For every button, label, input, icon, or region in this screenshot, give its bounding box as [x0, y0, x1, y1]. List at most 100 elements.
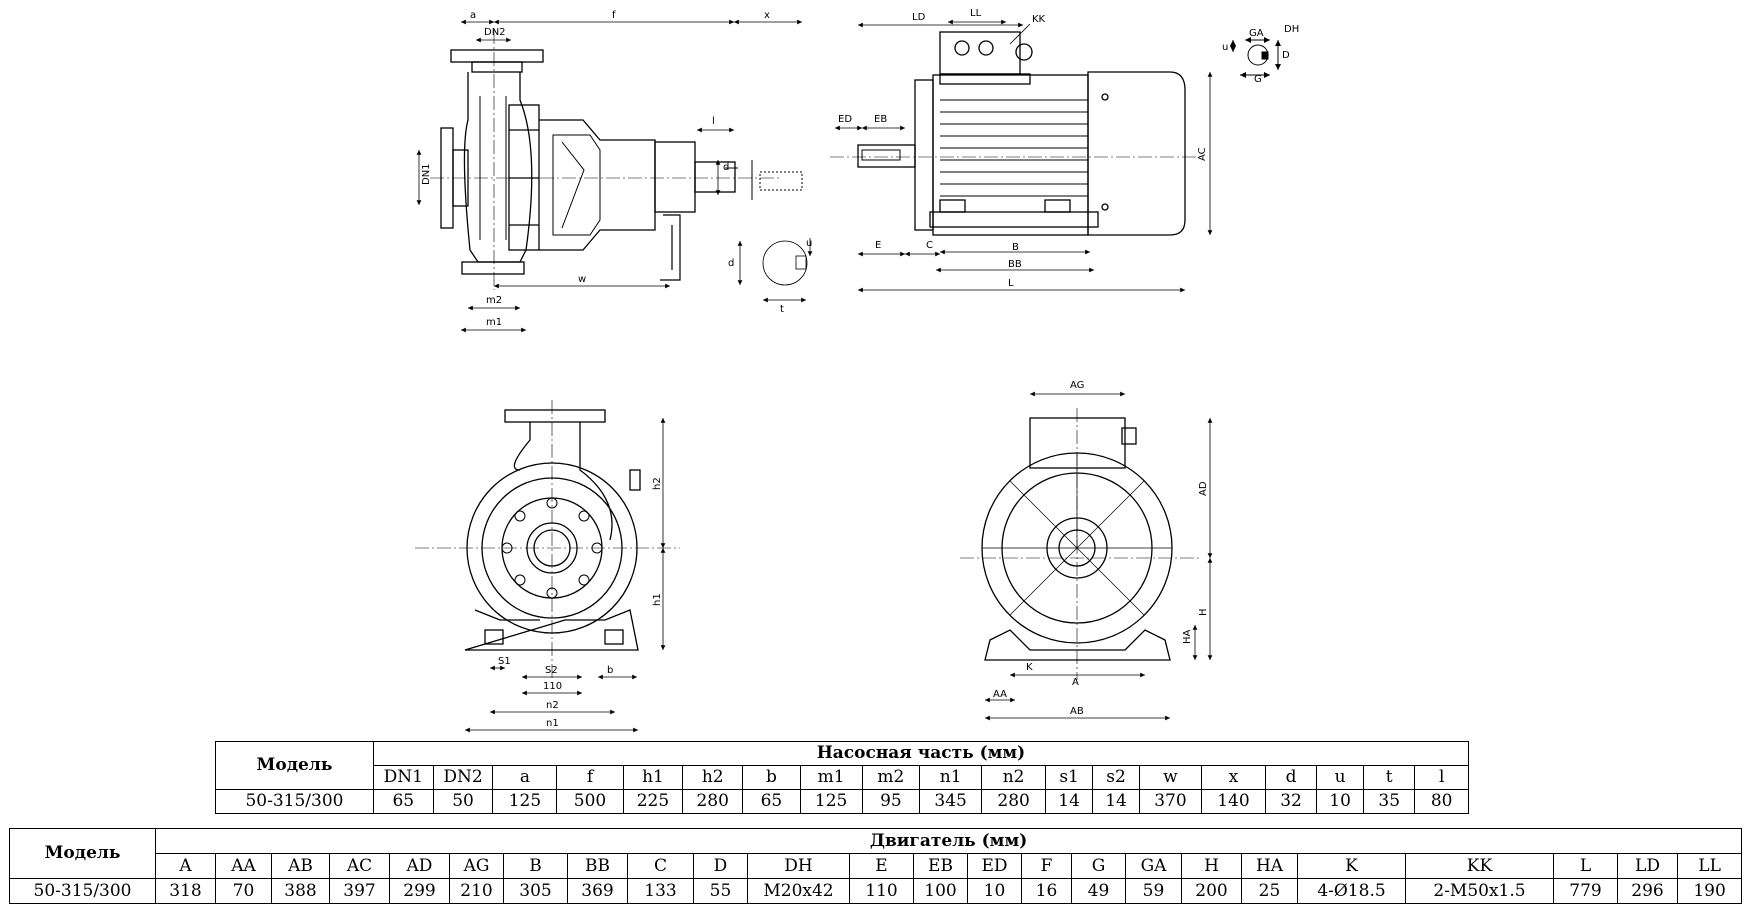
svg-text:DN1: DN1	[421, 163, 432, 185]
motor-value-cell: 70	[215, 878, 272, 904]
svg-text:t: t	[780, 304, 784, 315]
svg-text:D: D	[1282, 50, 1290, 61]
pump-value-cell: 345	[919, 789, 983, 814]
motor-value-cell: 305	[503, 878, 568, 904]
svg-text:n2: n2	[546, 700, 559, 711]
pump-col-header: t	[1363, 765, 1416, 790]
motor-value-cell: 779	[1553, 878, 1618, 904]
motor-col-header: B	[503, 853, 568, 879]
motor-value-cell: 110	[849, 878, 914, 904]
motor-col-header: C	[627, 853, 694, 879]
pump-value-cell: 225	[622, 789, 684, 814]
pump-side-view	[430, 30, 803, 290]
svg-text:x: x	[764, 10, 770, 21]
pump-col-header: DN2	[432, 765, 494, 790]
motor-model-cell: 50-315/300	[9, 878, 156, 904]
pump-col-header: n2	[981, 765, 1047, 790]
svg-text:110: 110	[543, 681, 562, 692]
motor-col-header: K	[1297, 853, 1406, 879]
motor-value-cell: 210	[449, 878, 504, 904]
svg-text:ED: ED	[838, 114, 852, 125]
pump-side-dimensions	[416, 19, 813, 333]
svg-text:u: u	[1222, 42, 1228, 53]
motor-front-view	[960, 408, 1200, 680]
motor-col-header: AB	[271, 853, 330, 879]
motor-value-cell: 388	[271, 878, 330, 904]
table-row: 50-315/300 318 70 388 397 299 210 305 36…	[9, 878, 1743, 904]
pump-value-cell: 280	[682, 789, 744, 814]
motor-value-cell: 133	[627, 878, 694, 904]
svg-text:DN2: DN2	[484, 27, 506, 38]
pump-col-header: s1	[1045, 765, 1094, 790]
motor-value-cell: 49	[1071, 878, 1126, 904]
svg-text:w: w	[578, 274, 586, 285]
svg-text:GA: GA	[1249, 28, 1264, 39]
motor-value-cell: 299	[389, 878, 450, 904]
svg-text:d: d	[728, 258, 734, 269]
svg-text:AB: AB	[1070, 706, 1084, 717]
motor-col-header: AC	[329, 853, 390, 879]
motor-value-cell: 10	[967, 878, 1022, 904]
pump-col-header: m2	[861, 765, 921, 790]
svg-text:d: d	[723, 162, 729, 173]
pump-col-header: a	[492, 765, 558, 790]
svg-text:AD: AD	[1198, 481, 1209, 496]
svg-text:f: f	[612, 10, 616, 21]
pump-spec-table: Модель Насосная часть (мм) DN1 DN2 a f h…	[215, 741, 1470, 814]
motor-group-header: Двигатель (мм)	[154, 828, 1743, 854]
svg-text:AG: AG	[1070, 380, 1084, 391]
pump-col-header: DN1	[372, 765, 434, 790]
pump-value-cell: 65	[742, 789, 801, 814]
motor-value-cell: 4-Ø18.5	[1297, 878, 1406, 904]
motor-col-header: E	[849, 853, 914, 879]
motor-col-header: H	[1181, 853, 1242, 879]
shaft-key-detail	[1230, 37, 1281, 78]
motor-col-header: D	[693, 853, 748, 879]
pump-model-header: Модель	[215, 741, 374, 790]
pump-value-cell: 32	[1264, 789, 1318, 814]
pump-side-labels: a DN2 f x DN1 l d d u t m2 m1 w	[421, 10, 812, 328]
svg-text:K: K	[1026, 662, 1033, 673]
pump-col-header: n1	[919, 765, 983, 790]
svg-text:l: l	[712, 116, 715, 127]
pump-col-header: b	[742, 765, 801, 790]
pump-value-cell: 125	[799, 789, 863, 814]
motor-value-cell: 296	[1617, 878, 1678, 904]
svg-text:u: u	[806, 238, 812, 249]
svg-text:AA: AA	[993, 689, 1007, 700]
pump-col-header: w	[1139, 765, 1202, 790]
motor-front-dimensions	[985, 391, 1213, 721]
pump-col-header: x	[1200, 765, 1266, 790]
motor-model-header: Модель	[9, 828, 156, 879]
pump-value-cell: 50	[432, 789, 494, 814]
pump-col-header: u	[1316, 765, 1365, 790]
svg-text:DH: DH	[1284, 24, 1299, 35]
pump-value-cell: 280	[981, 789, 1047, 814]
svg-text:S2: S2	[545, 665, 558, 676]
motor-columns-row: A AA AB AC AD AG B BB C D DH E EB ED F G…	[10, 853, 1743, 879]
svg-text:AC: AC	[1197, 147, 1208, 161]
motor-col-header: AA	[215, 853, 272, 879]
svg-text:E: E	[875, 240, 881, 251]
svg-text:b: b	[607, 665, 613, 676]
motor-col-header: L	[1553, 853, 1618, 879]
pump-model-cell: 50-315/300	[215, 789, 374, 814]
pump-value-cell: 10	[1316, 789, 1365, 814]
pump-front-labels: h2 h1 S1 S2 110 b n2 n1	[498, 477, 663, 729]
motor-col-header: A	[155, 853, 216, 879]
pump-value-cell: 125	[492, 789, 558, 814]
pump-value-cell: 95	[861, 789, 921, 814]
motor-value-cell: 59	[1125, 878, 1182, 904]
motor-value-cell: 2-M50x1.5	[1405, 878, 1554, 904]
pump-value-cell: 370	[1139, 789, 1202, 814]
svg-text:BB: BB	[1008, 259, 1022, 270]
motor-spec-table: Модель Двигатель (мм) A AA AB AC AD AG B…	[9, 828, 1743, 904]
motor-col-header: HA	[1241, 853, 1298, 879]
motor-col-header: LD	[1617, 853, 1678, 879]
motor-front-labels: AG AD H HA K A AA AB	[993, 380, 1209, 717]
pump-group-header: Насосная часть (мм)	[372, 741, 1470, 766]
pump-col-header: m1	[799, 765, 863, 790]
motor-value-cell: 100	[913, 878, 968, 904]
pump-value-cell: 65	[372, 789, 434, 814]
svg-text:a: a	[470, 10, 476, 21]
